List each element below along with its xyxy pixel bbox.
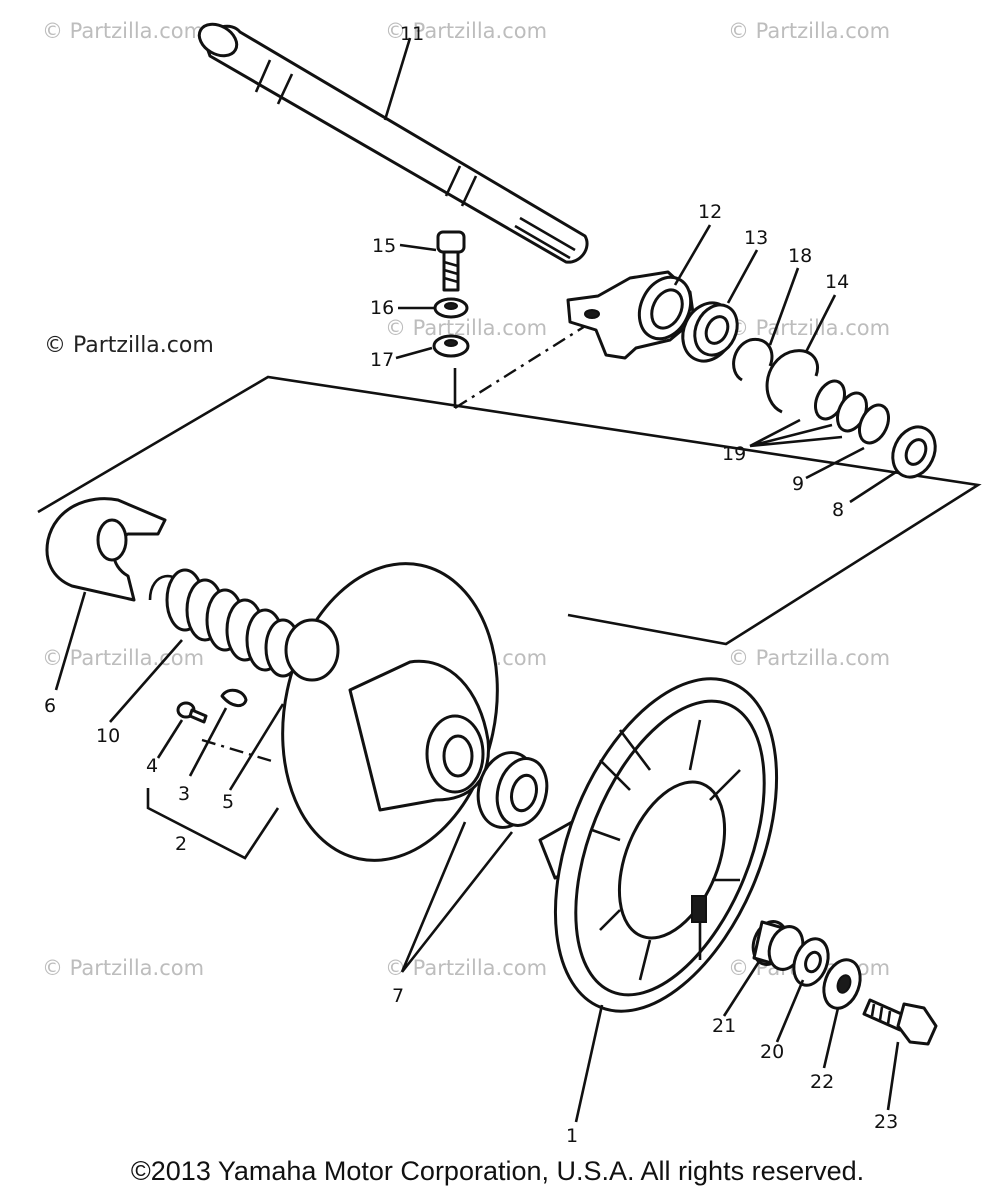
part-16-hole <box>444 302 458 310</box>
part-7-bushing <box>476 751 549 829</box>
callout-3: 3 <box>178 783 190 805</box>
watermark: © Partzilla.com <box>728 646 890 670</box>
watermark: © Partzilla.com <box>728 19 890 43</box>
callout-1: 1 <box>566 1125 578 1147</box>
callout-2: 2 <box>175 833 187 855</box>
callout-12: 12 <box>698 201 722 223</box>
watermark: © Partzilla.com <box>42 19 204 43</box>
part-17-hole <box>444 339 458 347</box>
part-13-bearing <box>681 301 739 363</box>
part-20-washer <box>792 937 830 987</box>
callout-18: 18 <box>788 245 812 267</box>
assembly-outline <box>37 375 982 646</box>
callout-17: 17 <box>370 349 394 371</box>
callout-5: 5 <box>222 791 234 813</box>
part-14-circlip <box>765 349 819 414</box>
watermark-layer: © Partzilla.com © Partzilla.com © Partzi… <box>42 19 890 980</box>
part-11-shaft <box>197 22 589 264</box>
callout-4: 4 <box>146 755 158 777</box>
part-15-bolt <box>436 230 466 292</box>
part-8-washer <box>891 425 937 479</box>
copyright-footer: ©2013 Yamaha Motor Corporation, U.S.A. A… <box>130 1156 865 1186</box>
callout-20: 20 <box>760 1041 784 1063</box>
callout-9: 9 <box>792 473 804 495</box>
watermark: © Partzilla.com <box>385 19 547 43</box>
watermark: © Partzilla.com <box>42 956 204 980</box>
bolt-centerline <box>201 738 276 764</box>
part-19-rollers <box>813 379 891 445</box>
part-4-bolt <box>176 701 208 724</box>
part-10-spring <box>148 568 302 678</box>
part-18-snap-ring <box>732 337 774 382</box>
callout-19: 19 <box>722 443 746 465</box>
callout-22: 22 <box>810 1071 834 1093</box>
callout-14: 14 <box>825 271 849 293</box>
part-1-fixed-sheave <box>538 677 779 1013</box>
leader-lines <box>54 37 900 1123</box>
watermark-strong: © Partzilla.com <box>44 333 214 358</box>
part-6-cam <box>45 497 167 602</box>
callout-13: 13 <box>744 227 768 249</box>
callout-11: 11 <box>400 23 424 45</box>
part-23-bolt <box>862 998 938 1046</box>
callout-6: 6 <box>44 695 56 717</box>
part-22-washer <box>822 958 862 1010</box>
bracket-2 <box>146 788 280 860</box>
callout-16: 16 <box>370 297 394 319</box>
callout-8: 8 <box>832 499 844 521</box>
part-12-bearing-housing <box>566 270 696 360</box>
callout-15: 15 <box>372 235 396 257</box>
part-21-collar <box>751 920 805 971</box>
part-3-plate <box>220 688 248 707</box>
callout-21: 21 <box>712 1015 736 1037</box>
callout-labels: 1 2 3 4 5 6 7 8 9 10 11 12 13 14 15 16 1… <box>44 23 898 1147</box>
part-5-sheave <box>281 562 499 862</box>
callout-23: 23 <box>874 1111 898 1133</box>
watermark: © Partzilla.com <box>728 316 890 340</box>
callout-7: 7 <box>392 985 404 1007</box>
watermark: © Partzilla.com <box>385 316 547 340</box>
watermark: © Partzilla.com <box>385 956 547 980</box>
callout-10: 10 <box>96 725 120 747</box>
